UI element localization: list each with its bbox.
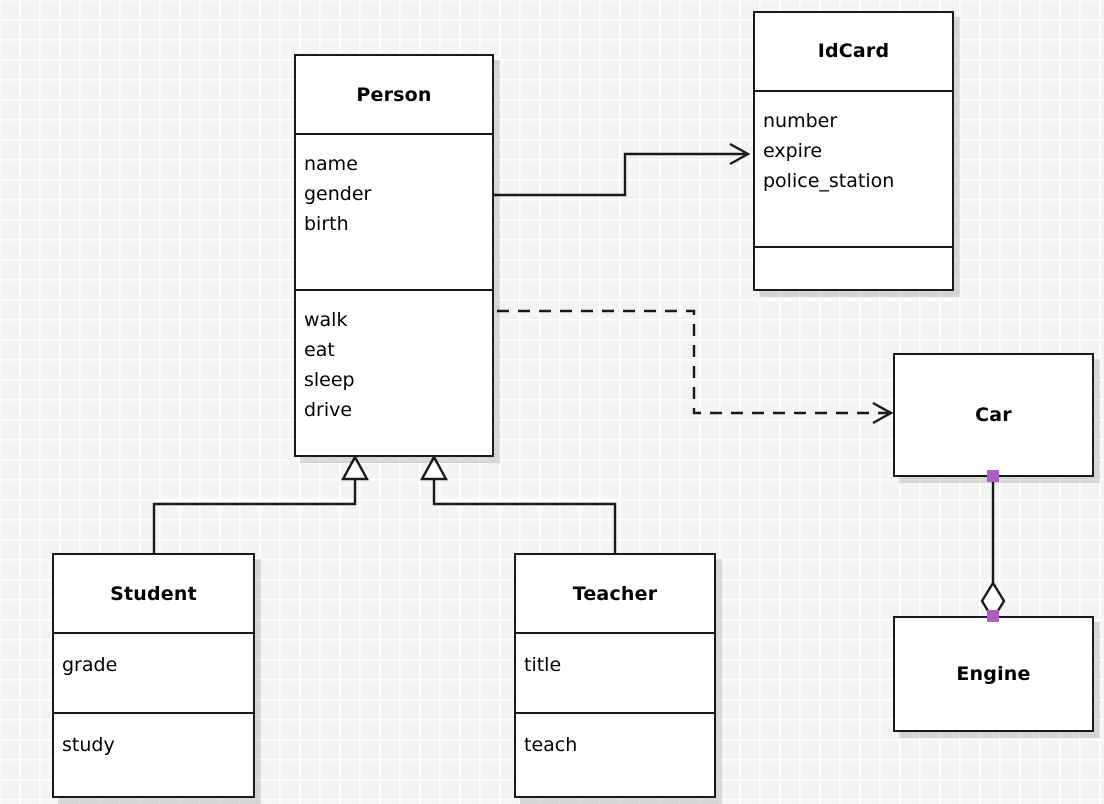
class-node-person[interactable]: Person name gender birth walk eat sleep … (294, 54, 494, 457)
class-name-label: Teacher (572, 582, 658, 605)
method-item: teach (524, 733, 578, 756)
class-methods-student: study (54, 711, 253, 796)
class-attributes-person: name gender birth (296, 133, 492, 288)
class-node-engine[interactable]: Engine (893, 616, 1094, 732)
attribute-item: name (304, 153, 358, 176)
class-name-label: Engine (956, 663, 1031, 685)
attribute-item: number (763, 109, 838, 132)
edge-person-car[interactable] (497, 309, 894, 425)
attribute-item: grade (62, 654, 118, 677)
class-node-idcard[interactable]: IdCard number expire police_station (753, 11, 954, 291)
attribute-item: police_station (763, 169, 895, 192)
class-attributes-student: grade (54, 632, 253, 711)
class-title-car: Car (895, 355, 1092, 475)
edge-endpoint-handle-car[interactable] (987, 470, 999, 482)
method-item: sleep (304, 368, 355, 391)
class-methods-idcard (755, 245, 952, 289)
attribute-item: expire (763, 139, 823, 162)
class-name-label: Person (356, 83, 432, 106)
class-title-idcard: IdCard (755, 13, 952, 90)
attribute-item: birth (304, 213, 349, 236)
class-name-label: Car (975, 404, 1012, 426)
class-node-car[interactable]: Car (893, 353, 1094, 477)
class-title-teacher: Teacher (516, 555, 714, 632)
edge-car-engine[interactable] (980, 477, 1006, 622)
class-title-student: Student (54, 555, 253, 632)
class-methods-teacher: teach (516, 711, 714, 796)
attribute-item: gender (304, 183, 372, 206)
edge-teacher-person[interactable] (419, 454, 617, 553)
edge-endpoint-handle-engine[interactable] (987, 610, 999, 622)
method-item: walk (304, 308, 348, 331)
class-name-label: Student (110, 582, 197, 605)
class-methods-person: walk eat sleep drive (296, 288, 492, 455)
method-item: eat (304, 338, 335, 361)
class-attributes-teacher: title (516, 632, 714, 711)
class-title-person: Person (296, 56, 492, 133)
attribute-item: title (524, 654, 562, 677)
method-item: drive (304, 398, 353, 421)
class-node-student[interactable]: Student grade study (52, 553, 255, 798)
edge-student-person[interactable] (152, 454, 370, 553)
class-name-label: IdCard (817, 40, 890, 63)
class-node-teacher[interactable]: Teacher title teach (514, 553, 716, 798)
class-attributes-idcard: number expire police_station (755, 89, 952, 246)
edge-person-idcard[interactable] (494, 142, 751, 197)
method-item: study (62, 733, 115, 756)
class-title-engine: Engine (895, 618, 1092, 730)
